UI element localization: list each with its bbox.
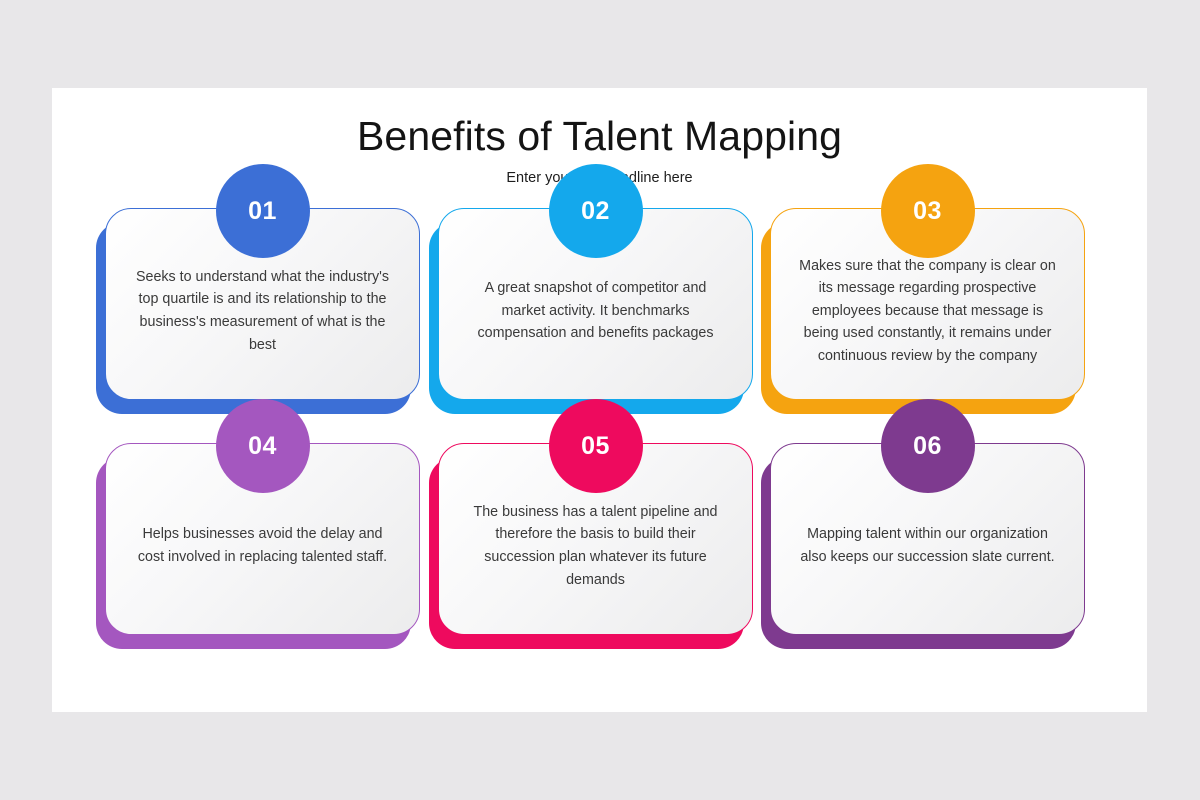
card-number-badge: 01 [215, 164, 310, 258]
card-description: The business has a talent pipeline and t… [473, 503, 718, 588]
page-title: Benefits of Talent Mapping [356, 113, 843, 159]
benefit-card-05[interactable]: The business has a talent pipeline and t… [429, 399, 753, 649]
slide-canvas: Benefits of Talent Mapping Enter your su… [52, 88, 1147, 712]
benefit-card-01[interactable]: Seeks to understand what the industry's … [96, 164, 420, 414]
card-number-badge: 04 [215, 399, 310, 493]
card-number-badge: 06 [880, 399, 975, 493]
benefit-card-04[interactable]: Helps businesses avoid the delay and cos… [96, 399, 420, 649]
card-description: Helps businesses avoid the delay and cos… [137, 526, 388, 565]
card-description: Mapping talent within our organization a… [800, 526, 1055, 565]
benefits-row-bottom: Helps businesses avoid the delay and cos… [52, 399, 1147, 678]
card-number-badge: 03 [880, 164, 975, 258]
card-number-badge: 05 [548, 399, 643, 493]
benefits-grid: Seeks to understand what the industry's … [52, 164, 1147, 678]
card-number-badge: 02 [548, 164, 643, 258]
benefit-card-06[interactable]: Mapping talent within our organization a… [761, 399, 1085, 649]
benefit-card-03[interactable]: Makes sure that the company is clear on … [761, 164, 1085, 414]
benefit-card-02[interactable]: A great snapshot of competitor and marke… [429, 164, 753, 414]
card-description: Makes sure that the company is clear on … [799, 257, 1056, 364]
benefits-row-top: Seeks to understand what the industry's … [52, 164, 1147, 443]
card-description: Seeks to understand what the industry's … [135, 268, 390, 353]
card-description: A great snapshot of competitor and marke… [477, 280, 714, 342]
